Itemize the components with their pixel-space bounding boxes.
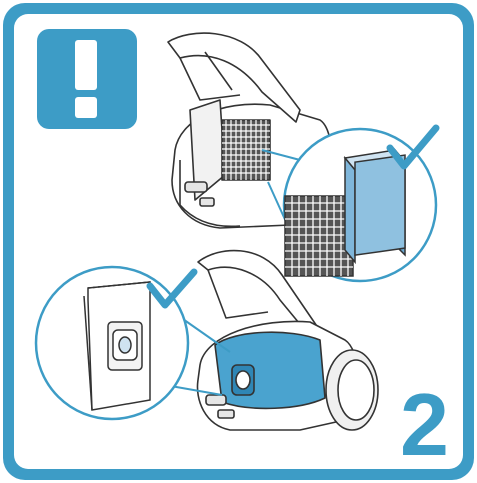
hepa-filter-block: [343, 147, 407, 265]
checkmark-icon: [146, 268, 198, 309]
step-number: 2: [400, 375, 449, 474]
filter-grid-zoom: [284, 195, 354, 277]
filter-zoom-callout: [261, 124, 440, 283]
checkmark-icon: [386, 124, 440, 170]
vacuum-bag-view: [196, 249, 379, 431]
dust-bag-zoom: [83, 281, 151, 411]
warning-badge: [37, 29, 137, 129]
vacuum-lid-upper: [167, 32, 301, 123]
dust-bag-zoom-callout: [34, 265, 231, 421]
exclamation-icon: [75, 40, 97, 118]
